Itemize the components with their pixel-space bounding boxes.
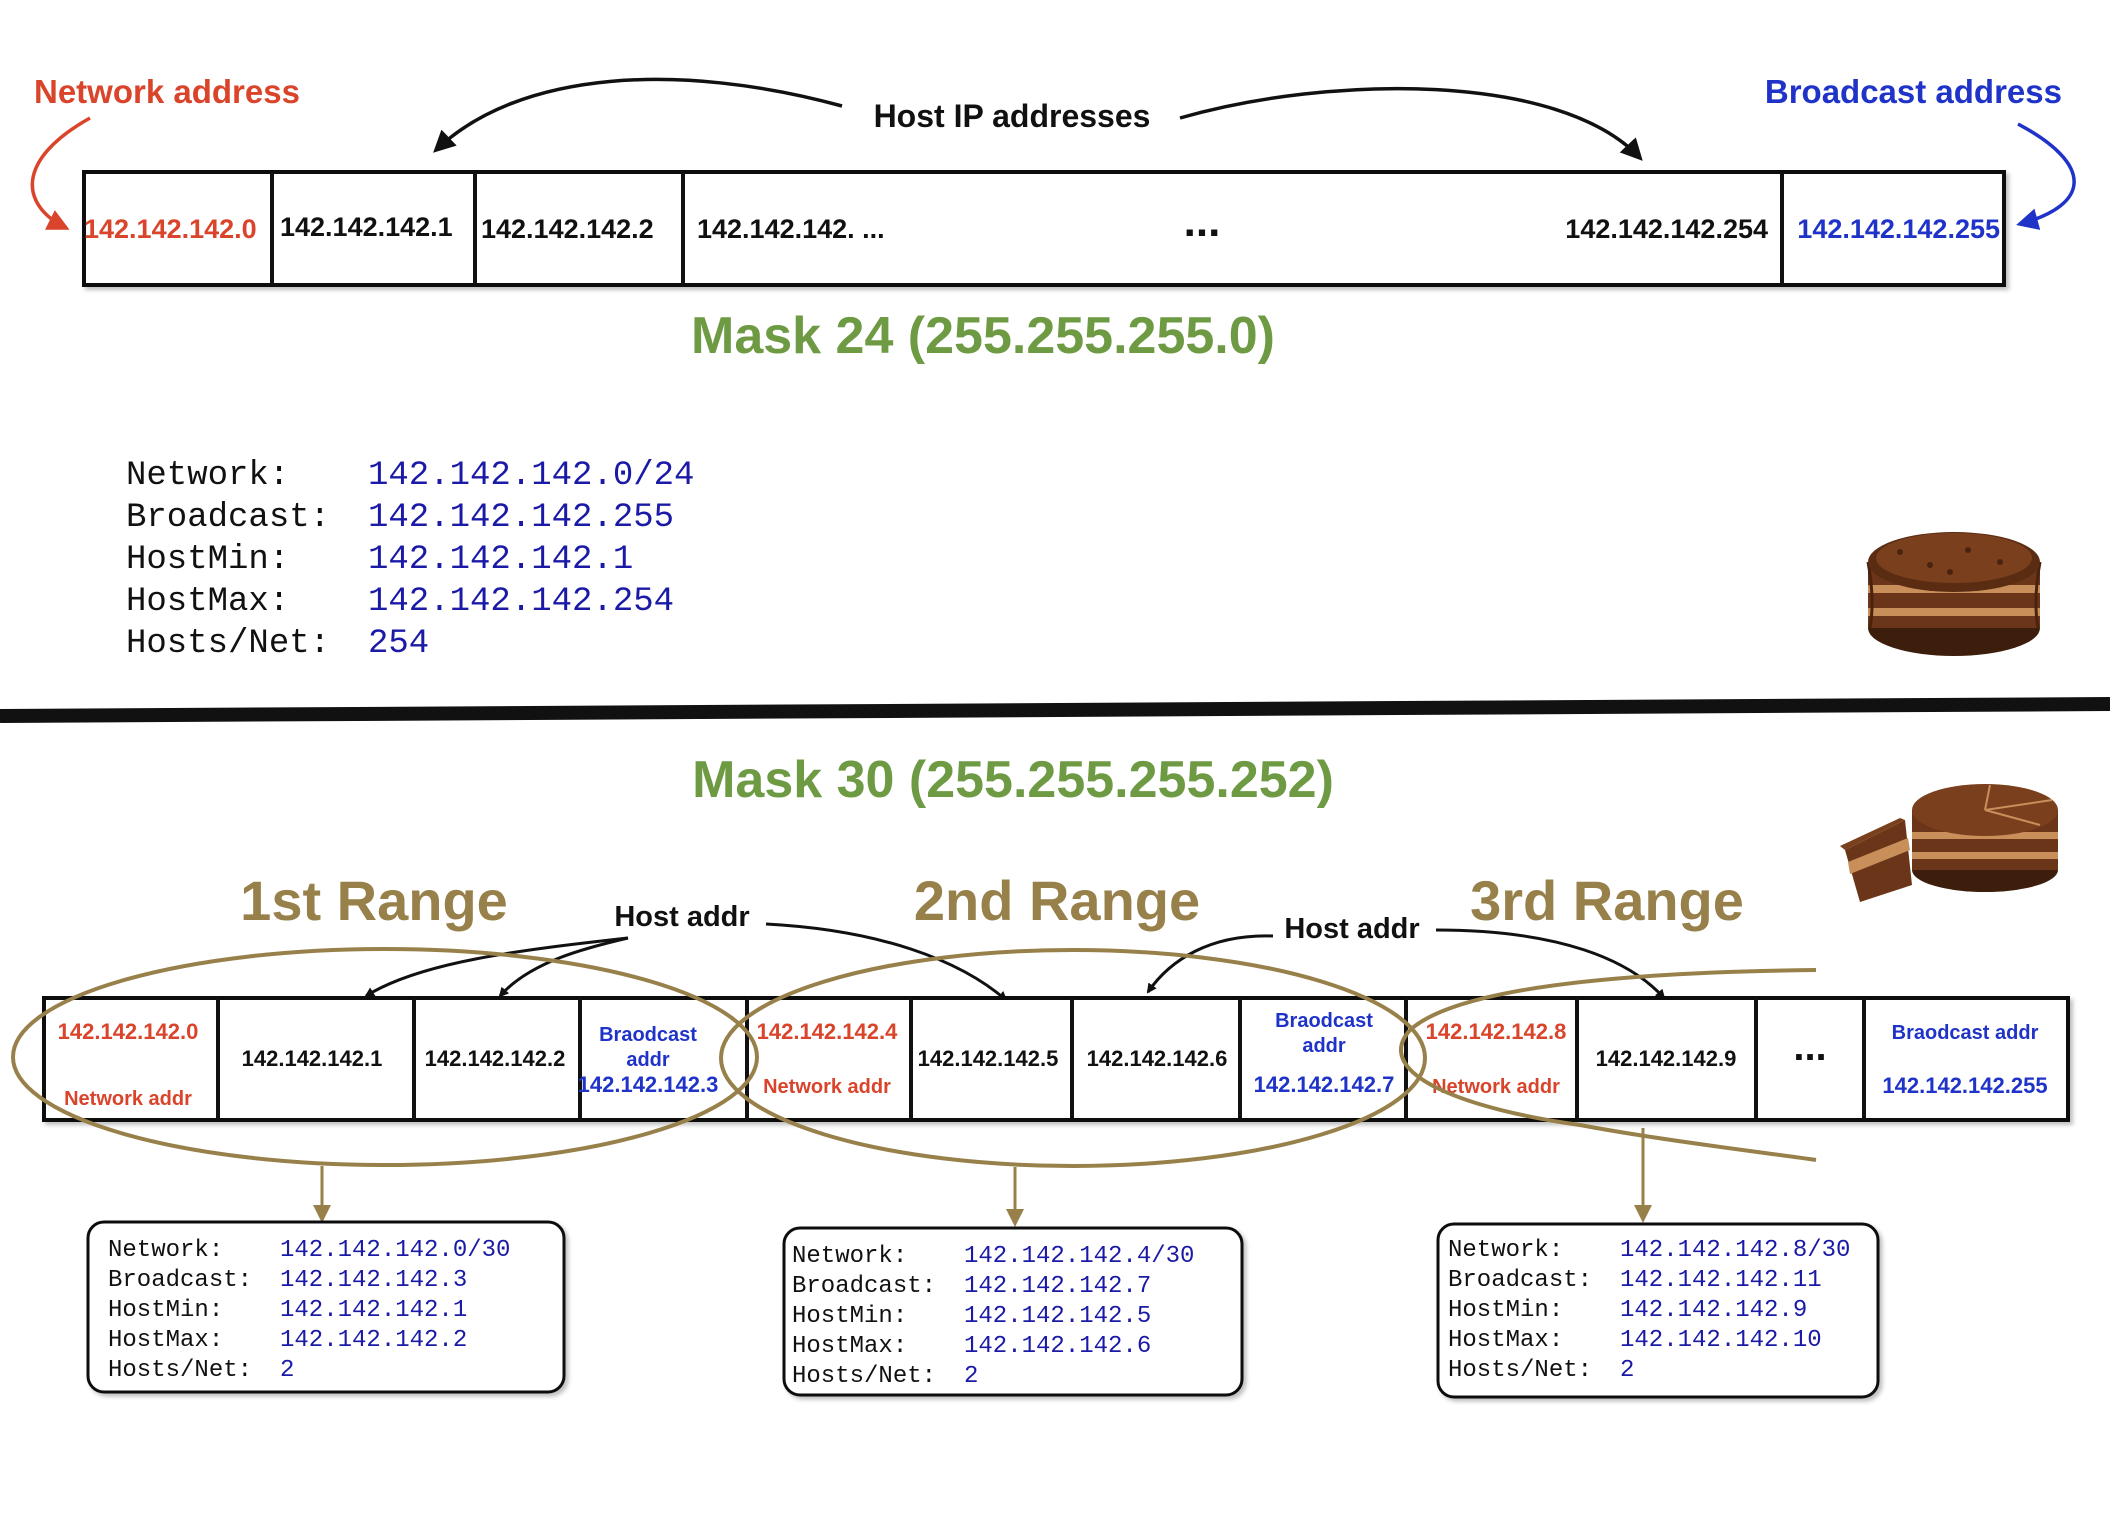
host-arrow-1b: [498, 936, 629, 998]
top-cell-host-254: 142.142.142.254: [1565, 214, 1768, 244]
cell-8-broadcast-line1: Braodcast: [1275, 1010, 1373, 1032]
box3-value-hostmin: 142.142.142.9: [1620, 1297, 1807, 1324]
box3-value-hosts: 2: [1620, 1357, 1634, 1384]
box2-value-network: 142.142.142.4/30: [964, 1243, 1194, 1270]
host-arrow-2b: [1435, 928, 1666, 1000]
info-value-network: 142.142.142.0/24: [368, 457, 694, 495]
network-address-arrow: [30, 116, 91, 230]
box2-label-hosts: Hosts/Net:: [792, 1363, 936, 1390]
host-arrow-right: [1179, 86, 1643, 161]
top-cell-network: 142.142.142.0: [84, 214, 257, 244]
host-arrow-left: [433, 77, 843, 153]
sliced-cake-icon: [1840, 784, 2058, 902]
info-value-hosts: 254: [368, 625, 429, 663]
host-addr-label-1: Host addr: [614, 901, 749, 933]
bottom-address-bar: [42, 996, 2070, 1122]
top-cell-host-range: 142.142.142. ...: [697, 214, 885, 244]
box1-value-broadcast: 142.142.142.3: [280, 1267, 467, 1294]
section-divider: [0, 697, 2110, 723]
box3-value-hostmax: 142.142.142.10: [1620, 1327, 1822, 1354]
box1-label-network: Network:: [108, 1237, 223, 1264]
cell-5-ip: 142.142.142.4: [757, 1019, 898, 1044]
range-3-title: 3rd Range: [1470, 869, 1744, 932]
box3-label-hostmin: HostMin:: [1448, 1297, 1563, 1324]
box2-label-hostmin: HostMin:: [792, 1303, 907, 1330]
host-addr-label-2: Host addr: [1284, 913, 1419, 945]
range-1-info-box: Network: Broadcast: HostMin: HostMax: Ho…: [86, 1220, 566, 1394]
box1-value-hostmax: 142.142.142.2: [280, 1327, 467, 1354]
box1-label-hosts: Hosts/Net:: [108, 1357, 252, 1384]
range-1-title: 1st Range: [240, 869, 508, 932]
host-arrow-1a: [364, 936, 629, 998]
mask-24-title: Mask 24 (255.255.255.0): [691, 307, 1275, 365]
host-arrow-2a: [1146, 934, 1274, 994]
box3-value-broadcast: 142.142.142.11: [1620, 1267, 1822, 1294]
box1-label-hostmax: HostMax:: [108, 1327, 223, 1354]
range-2-title: 2nd Range: [914, 869, 1200, 932]
info-value-broadcast: 142.142.142.255: [368, 499, 674, 537]
box2-value-hostmin: 142.142.142.5: [964, 1303, 1151, 1330]
cell-10-ip: 142.142.142.9: [1596, 1046, 1737, 1071]
box3-value-network: 142.142.142.8/30: [1620, 1237, 1850, 1264]
cell-11-ellipsis: ...: [1793, 1025, 1826, 1069]
box2-value-broadcast: 142.142.142.7: [964, 1273, 1151, 1300]
info-label-hostmax: HostMax:: [126, 583, 289, 621]
box3-label-network: Network:: [1448, 1237, 1563, 1264]
cell-4-ip: 142.142.142.3: [578, 1072, 719, 1097]
box1-label-hostmin: HostMin:: [108, 1297, 223, 1324]
cell-12-ip: 142.142.142.255: [1882, 1073, 2047, 1098]
cell-7-ip: 142.142.142.6: [1087, 1046, 1228, 1071]
host-ip-addresses-label: Host IP addresses: [874, 98, 1151, 134]
cell-8-ip: 142.142.142.7: [1254, 1072, 1395, 1097]
box2-value-hostmax: 142.142.142.6: [964, 1333, 1151, 1360]
broadcast-address-arrow: [2016, 122, 2076, 230]
range-3-curve: [1399, 968, 1817, 1162]
mask-24-info: Network: Broadcast: HostMin: HostMax: Ho…: [126, 457, 694, 663]
cell-6-ip: 142.142.142.5: [918, 1046, 1059, 1071]
box1-value-network: 142.142.142.0/30: [280, 1237, 510, 1264]
mask-30-title: Mask 30 (255.255.255.252): [692, 751, 1334, 809]
top-cell-broadcast: 142.142.142.255: [1797, 214, 2000, 244]
cell-9-network-addr: Network addr: [1432, 1076, 1560, 1098]
cell-1-network-addr: Network addr: [64, 1088, 192, 1110]
box1-label-broadcast: Broadcast:: [108, 1267, 252, 1294]
top-cell-host-1: 142.142.142.1: [280, 212, 453, 242]
box3-label-hosts: Hosts/Net:: [1448, 1357, 1592, 1384]
box3-label-hostmax: HostMax:: [1448, 1327, 1563, 1354]
cell-4-broadcast-line1: Braodcast: [599, 1024, 697, 1046]
range-2-ellipse: [719, 948, 1427, 1168]
box1-value-hosts: 2: [280, 1357, 294, 1384]
whole-cake-icon: [1866, 532, 2042, 656]
box2-value-hosts: 2: [964, 1363, 978, 1390]
cell-5-network-addr: Network addr: [763, 1076, 891, 1098]
cell-4-broadcast-line2: addr: [626, 1049, 670, 1071]
cell-2-ip: 142.142.142.1: [242, 1046, 383, 1071]
box2-label-broadcast: Broadcast:: [792, 1273, 936, 1300]
info-value-hostmin: 142.142.142.1: [368, 541, 633, 579]
top-cell-ellipsis: ...: [1184, 197, 1221, 246]
broadcast-address-label: Broadcast address: [1765, 73, 2062, 110]
top-cell-host-2: 142.142.142.2: [481, 214, 654, 244]
box1-value-hostmin: 142.142.142.1: [280, 1297, 467, 1324]
cell-3-ip: 142.142.142.2: [425, 1046, 566, 1071]
host-arrow-1c: [765, 922, 1008, 1002]
info-value-hostmax: 142.142.142.254: [368, 583, 674, 621]
cell-9-ip: 142.142.142.8: [1426, 1019, 1567, 1044]
info-label-hostmin: HostMin:: [126, 541, 289, 579]
box3-label-broadcast: Broadcast:: [1448, 1267, 1592, 1294]
box2-label-network: Network:: [792, 1243, 907, 1270]
range-2-info-box: Network: Broadcast: HostMin: HostMax: Ho…: [782, 1226, 1244, 1397]
top-address-bar: [82, 170, 2006, 287]
info-label-broadcast: Broadcast:: [126, 499, 330, 537]
box2-label-hostmax: HostMax:: [792, 1333, 907, 1360]
cell-8-broadcast-line2: addr: [1302, 1035, 1346, 1057]
range-3-info-box: Network: Broadcast: HostMin: HostMax: Ho…: [1436, 1222, 1880, 1399]
cell-1-ip: 142.142.142.0: [58, 1019, 199, 1044]
range-1-ellipse: [11, 947, 759, 1167]
info-label-hosts: Hosts/Net:: [126, 625, 330, 663]
network-address-label: Network address: [34, 73, 300, 110]
info-label-network: Network:: [126, 457, 289, 495]
cell-12-broadcast-line1: Braodcast addr: [1892, 1022, 2039, 1044]
